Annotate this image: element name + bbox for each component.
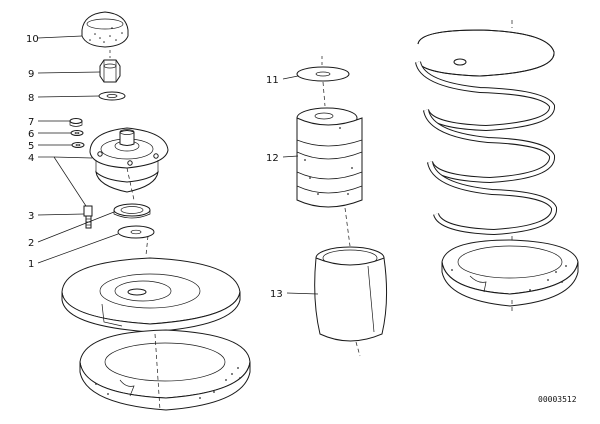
axis-mid-d (355, 341, 361, 357)
callout-1: 1 (28, 259, 34, 270)
axis-left-b (126, 167, 135, 201)
part-3-stud (83, 205, 93, 229)
part-7-spacer (69, 118, 83, 127)
callout-7: 7 (28, 117, 34, 128)
callout-13: 13 (270, 289, 283, 300)
axis-mid-c (344, 207, 351, 247)
catalog-number: 00003512 (538, 395, 577, 404)
part-11-washer (296, 66, 350, 82)
axis-left-c (145, 235, 149, 256)
part-12-bump-stop (296, 107, 363, 208)
callout-2: 2 (28, 238, 34, 249)
leader-lines (37, 35, 319, 295)
upper-spring-pad (61, 257, 241, 333)
coil-spring (415, 20, 557, 250)
part-10-cap (81, 11, 129, 48)
callout-11: 11 (266, 75, 279, 86)
part-13-protective-tube (314, 246, 388, 342)
callout-12: 12 (266, 153, 279, 164)
callout-5: 5 (28, 141, 34, 152)
part-5-washer (71, 142, 85, 148)
part-8-washer (98, 91, 126, 101)
part-6-bushing (70, 130, 84, 136)
callout-6: 6 (28, 129, 34, 140)
lower-spring-pad-right (441, 239, 579, 312)
callout-3: 3 (28, 211, 34, 222)
callout-9: 9 (28, 69, 34, 80)
lower-spring-pad-left (79, 329, 251, 411)
callout-4: 4 (28, 153, 34, 164)
part-4-support-mount (89, 127, 169, 193)
part-2-bearing (113, 203, 151, 219)
part-9-nut (99, 59, 121, 83)
axis-mid-b (322, 81, 326, 107)
part-1-washer (117, 225, 155, 239)
axis-left-d (154, 333, 161, 411)
callout-8: 8 (28, 93, 34, 104)
callout-10: 10 (26, 34, 39, 45)
